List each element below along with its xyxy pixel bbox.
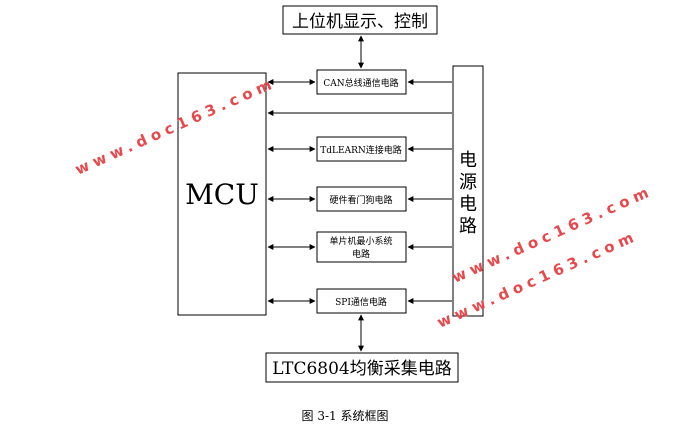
mcu-label: MCU xyxy=(185,178,259,211)
mcu-minimum-system-label-line2: 电路 xyxy=(352,248,370,260)
power-char-4: 路 xyxy=(459,216,477,237)
power-links xyxy=(267,79,452,304)
tdlearn-module: TdLEARN连接电路 xyxy=(316,136,407,162)
can-bus-module: CAN总线通信电路 xyxy=(316,69,407,95)
mcu-block: MCU xyxy=(177,72,267,316)
host-display-control-label: 上位机显示、控制 xyxy=(292,12,428,32)
power-char-3: 电 xyxy=(459,194,477,215)
host-display-control-box: 上位机显示、控制 xyxy=(282,5,438,35)
can-bus-module-label: CAN总线通信电路 xyxy=(323,77,398,89)
watchdog-module: 硬件看门狗电路 xyxy=(316,186,407,212)
power-supply-block: 电 源 电 路 xyxy=(452,65,484,317)
spi-module-label: SPI通信电路 xyxy=(335,296,387,308)
spi-module: SPI通信电路 xyxy=(316,288,407,314)
power-char-2: 源 xyxy=(459,172,477,193)
watchdog-module-label: 硬件看门狗电路 xyxy=(329,194,392,206)
ltc6804-label: LTC6804均衡采集电路 xyxy=(272,359,452,379)
tdlearn-module-label: TdLEARN连接电路 xyxy=(320,144,401,156)
mcu-module-links xyxy=(267,79,316,304)
figure-caption: 图 3-1 系统框图 xyxy=(302,409,389,423)
mcu-minimum-system-label-line1: 单片机最小系统 xyxy=(329,235,392,247)
ltc6804-box: LTC6804均衡采集电路 xyxy=(265,352,459,383)
mcu-minimum-system-module: 单片机最小系统 电路 xyxy=(316,231,407,263)
power-char-1: 电 xyxy=(459,150,477,171)
